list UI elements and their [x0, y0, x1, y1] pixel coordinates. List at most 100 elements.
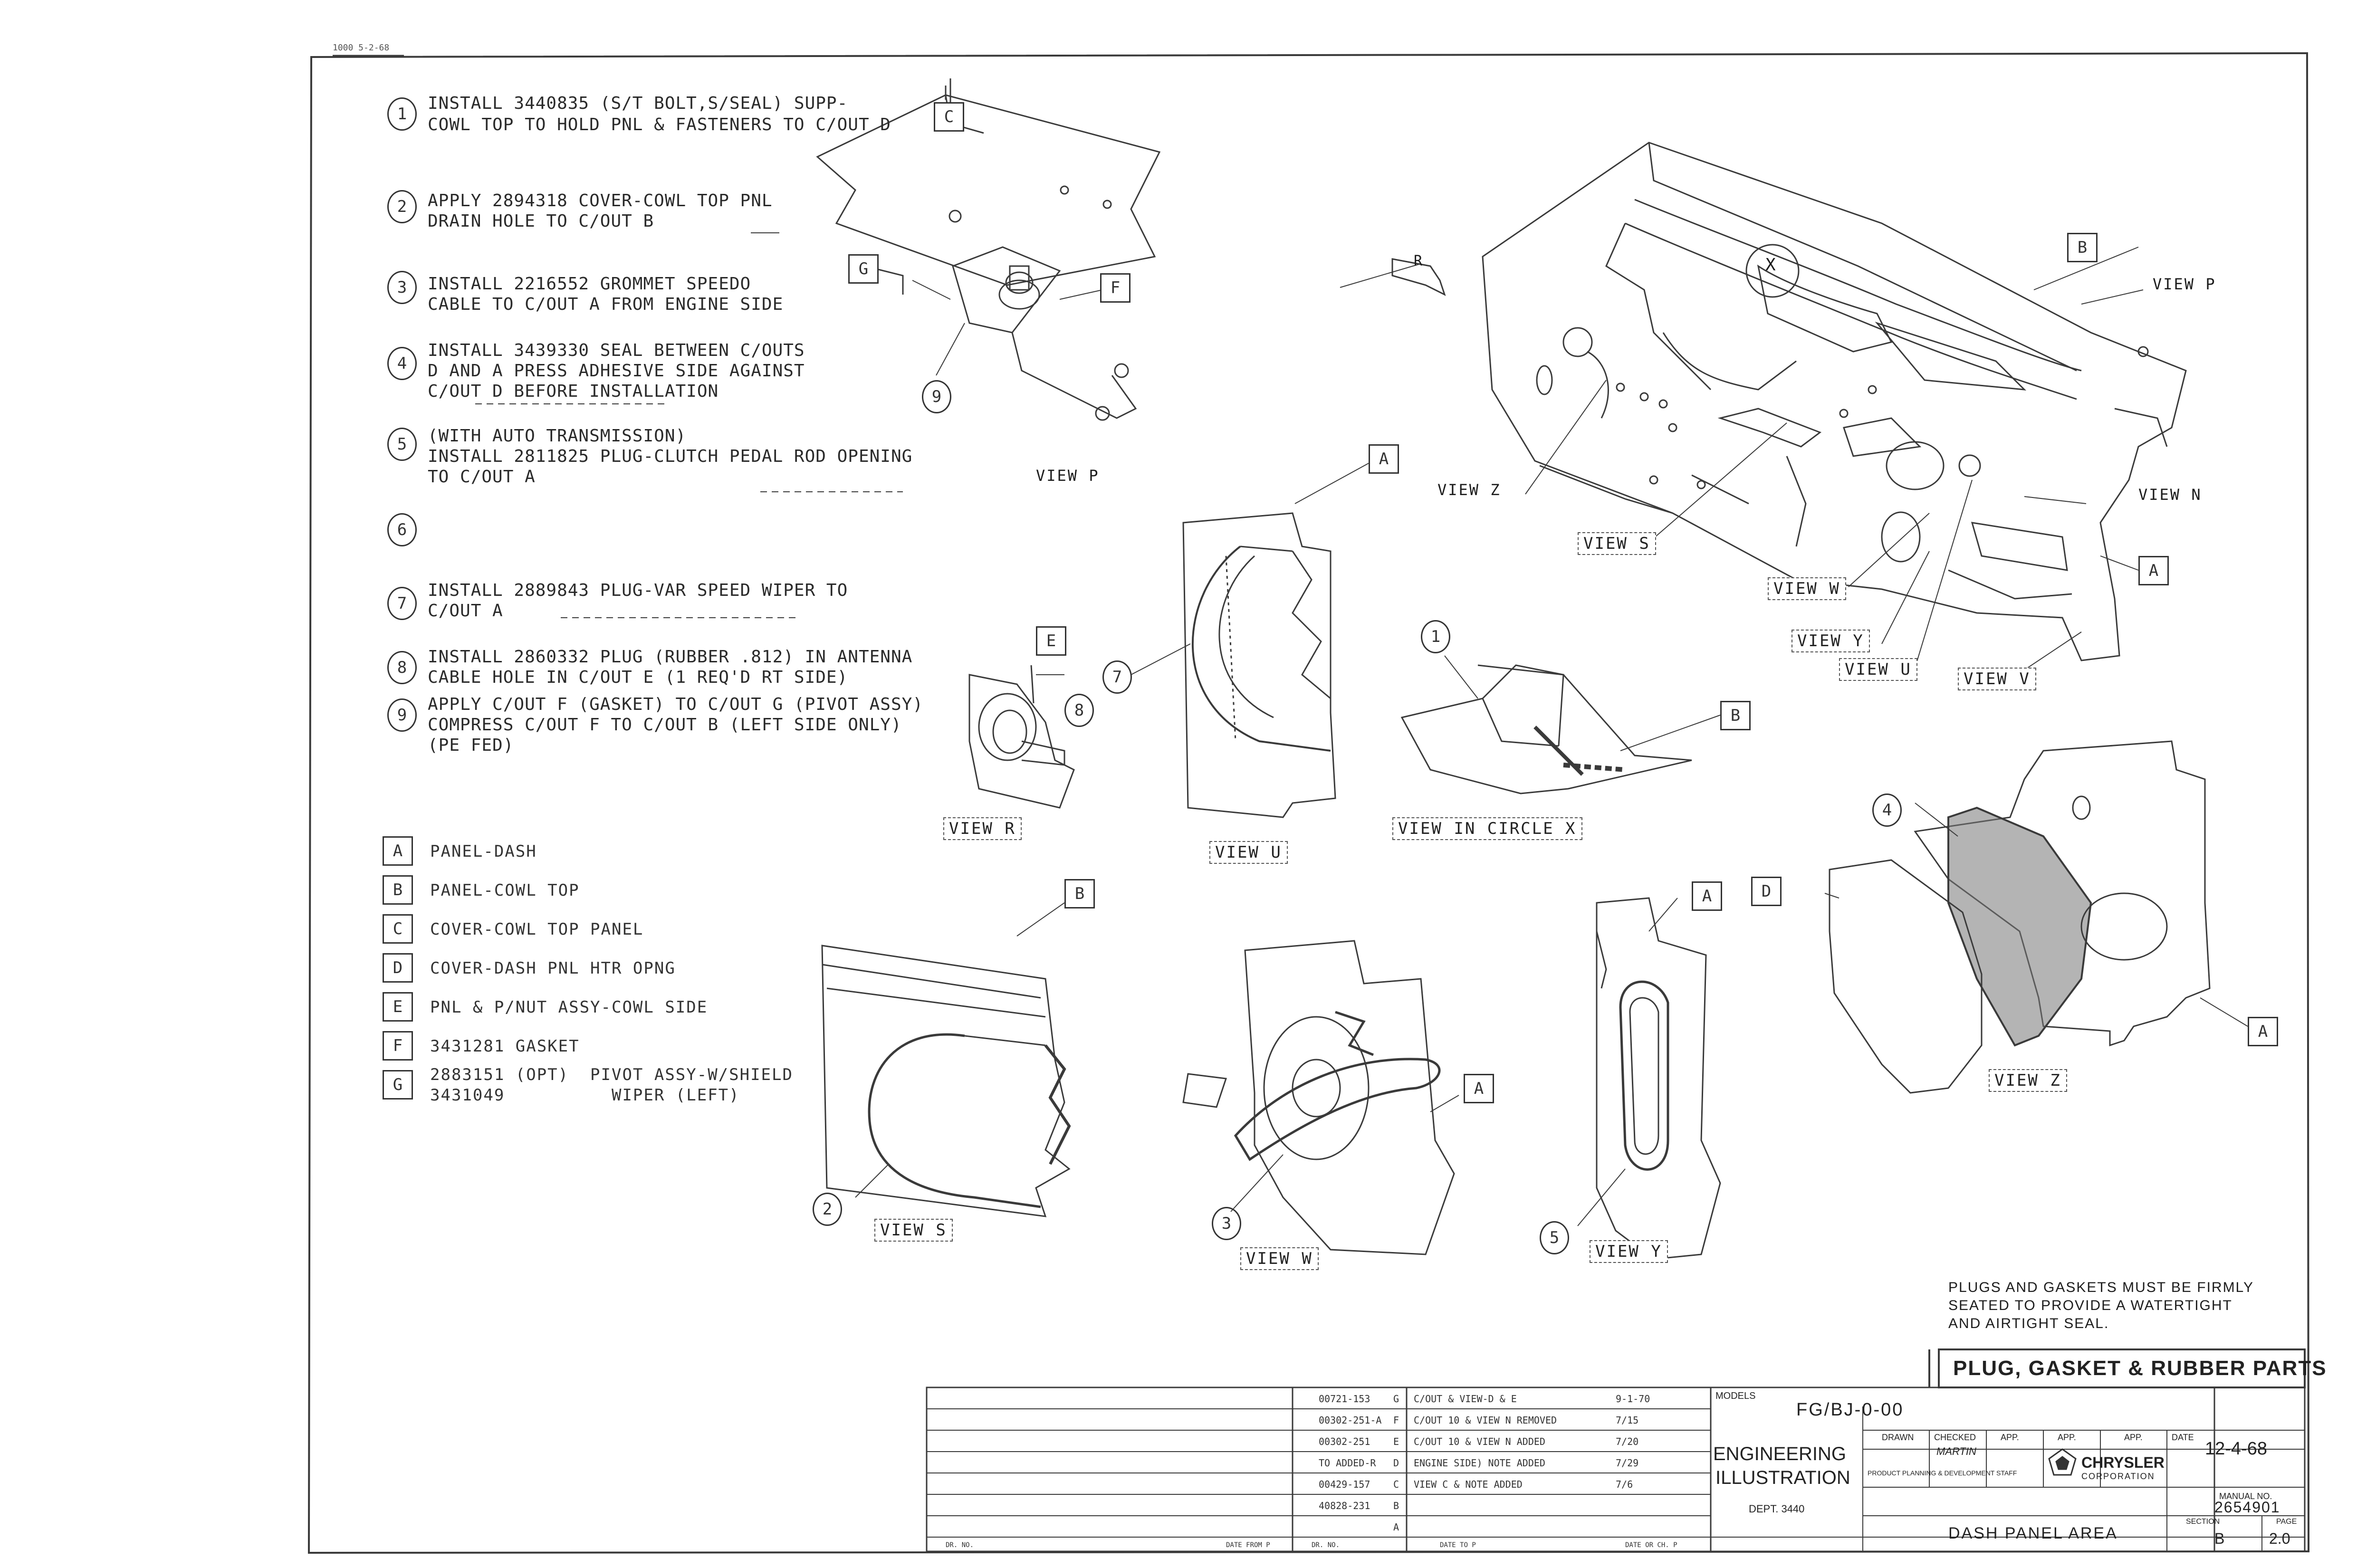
- legend-key: C: [383, 914, 413, 944]
- company-name: CHRYSLER: [2081, 1454, 2165, 1471]
- rev-letter: F: [1393, 1415, 1399, 1426]
- legend-text: COVER-COWL TOP PANEL: [430, 920, 644, 939]
- app-label: APP.: [2124, 1433, 2143, 1442]
- rev-eo: 00302-251: [1319, 1436, 1370, 1447]
- note-line: COMPRESS C/OUT F TO C/OUT B (LEFT SIDE O…: [428, 715, 902, 735]
- page-label: PAGE: [2276, 1518, 2297, 1526]
- view-label-p: VIEW P: [1036, 467, 1100, 485]
- footer-cell: DR. NO.: [946, 1541, 974, 1549]
- view-v-callout: VIEW V: [1958, 668, 2036, 690]
- callout-b: B: [1064, 879, 1095, 908]
- legend-key: F: [383, 1031, 413, 1061]
- rev-date: 7/6: [1616, 1479, 1633, 1490]
- callout-number: 8: [1064, 694, 1094, 727]
- models-label: MODELS: [1715, 1391, 1756, 1401]
- note-line: TO C/OUT A: [428, 467, 536, 487]
- note-line: INSTALL 3439330 SEAL BETWEEN C/OUTS: [428, 341, 805, 360]
- callout-number: 1: [1421, 620, 1450, 653]
- arrow-r-mark: R: [1414, 253, 1423, 269]
- note-number: 8: [387, 651, 417, 684]
- note-line: (PE FED): [428, 736, 514, 755]
- callout-a: A: [1464, 1074, 1494, 1103]
- rev-eo: 00302-251-A: [1319, 1415, 1382, 1426]
- footer-cell: DATE TO P: [1440, 1541, 1476, 1549]
- rev-eo: 00721-153: [1319, 1393, 1370, 1405]
- legend-key: E: [383, 992, 413, 1022]
- rev-date: 7/20: [1616, 1436, 1639, 1447]
- callout-a: A: [1369, 444, 1399, 474]
- section-label: SECTION: [2186, 1518, 2220, 1526]
- callout-a: A: [2138, 556, 2169, 585]
- drawing-date: 12-4-68: [2205, 1439, 2267, 1459]
- callout-a: A: [1692, 881, 1722, 911]
- view-p-drawing: [816, 78, 1161, 421]
- callout-f: F: [1100, 273, 1131, 303]
- legend-key: D: [383, 953, 413, 983]
- view-label-y: VIEW Y: [1590, 1240, 1668, 1263]
- view-label-u: VIEW U: [1209, 841, 1288, 864]
- legend-text: PNL & P/NUT ASSY-COWL SIDE: [430, 998, 708, 1017]
- note-line: INSTALL 2889843 PLUG-VAR SPEED WIPER TO: [428, 581, 848, 600]
- callout-e: E: [1036, 626, 1066, 656]
- rev-date: 7/15: [1616, 1415, 1639, 1426]
- note-line: APPLY 2894318 COVER-COWL TOP PNL: [428, 191, 773, 210]
- note-underlines: [475, 232, 903, 618]
- rev-desc: C/OUT 10 & VIEW N REMOVED: [1414, 1415, 1557, 1426]
- note-number: 1: [387, 97, 417, 131]
- legend-key: G: [383, 1070, 413, 1100]
- view-r-direction-arrow: [1391, 258, 1446, 296]
- view-circle-x-drawing: [1400, 664, 1692, 794]
- view-label-circle-x: VIEW IN CIRCLE X: [1392, 817, 1582, 840]
- note-line: APPLY C/OUT F (GASKET) TO C/OUT G (PIVOT…: [428, 695, 923, 714]
- note-number: 3: [387, 271, 417, 304]
- callout-number: 4: [1872, 794, 1902, 827]
- note-line: C/OUT D BEFORE INSTALLATION: [428, 382, 719, 401]
- legend-text: 2883151 (OPT) PIVOT ASSY-W/SHIELD: [430, 1065, 793, 1084]
- manual-number: 2654901: [2214, 1499, 2280, 1516]
- note-line: INSTALL 3440835 (S/T BOLT,S/SEAL) SUPP-: [428, 94, 848, 113]
- drawing-title: PLUG, GASKET & RUBBER PARTS: [1953, 1357, 2327, 1380]
- legend-text: PANEL-DASH: [430, 842, 537, 861]
- view-y-drawing: [1596, 897, 1721, 1260]
- seal-note-line: SEATED TO PROVIDE A WATERTIGHT: [1948, 1298, 2232, 1313]
- view-r-drawing: [968, 665, 1075, 809]
- rev-letter: E: [1393, 1436, 1399, 1447]
- rev-letter: C: [1393, 1479, 1399, 1490]
- seal-note-line: PLUGS AND GASKETS MUST BE FIRMLY: [1948, 1280, 2254, 1295]
- callout-c: C: [934, 102, 964, 132]
- callout-number: 9: [922, 380, 951, 413]
- callout-number: 3: [1212, 1207, 1241, 1240]
- view-p-callout: VIEW P: [2153, 275, 2216, 293]
- rev-letter: G: [1393, 1393, 1399, 1405]
- callout-b: B: [2067, 233, 2098, 262]
- rev-date: 7/29: [1616, 1457, 1639, 1469]
- circle-x-mark: X: [1765, 255, 1776, 275]
- title-block-frame: [926, 1348, 2306, 1552]
- callout-a: A: [2248, 1017, 2278, 1046]
- view-s-drawing: [821, 945, 1071, 1217]
- callout-number: 5: [1540, 1221, 1569, 1254]
- note-number: 2: [387, 190, 417, 223]
- checked-by: MARTIN: [1936, 1445, 1976, 1457]
- page-value: 2.0: [2269, 1530, 2290, 1547]
- app-label: APP.: [2001, 1433, 2019, 1442]
- note-line: (WITH AUTO TRANSMISSION): [428, 426, 687, 446]
- callout-number: 7: [1102, 660, 1132, 694]
- rev-letter: A: [1393, 1521, 1399, 1533]
- view-u-callout: VIEW U: [1839, 658, 1917, 681]
- dept-label: DEPT. 3440: [1749, 1503, 1805, 1515]
- note-line: COWL TOP TO HOLD PNL & FASTENERS TO C/OU…: [428, 115, 891, 134]
- note-number: 5: [387, 428, 417, 461]
- note-line: INSTALL 2811825 PLUG-CLUTCH PEDAL ROD OP…: [428, 447, 913, 466]
- footer-cell: DATE OR CH. P: [1625, 1541, 1677, 1549]
- legend-text: 3431049 WIPER (LEFT): [430, 1086, 740, 1105]
- date-label: DATE: [2172, 1433, 2194, 1442]
- view-label-s: VIEW S: [874, 1219, 953, 1242]
- callout-b: B: [1720, 701, 1751, 730]
- footer-cell: DR. NO.: [1312, 1541, 1340, 1549]
- header-stamp: 1000 5-2-68: [333, 43, 390, 53]
- note-line: INSTALL 2216552 GROMMET SPEEDO: [428, 274, 751, 294]
- view-w-drawing: [1182, 940, 1455, 1255]
- view-s-callout: VIEW S: [1578, 532, 1656, 555]
